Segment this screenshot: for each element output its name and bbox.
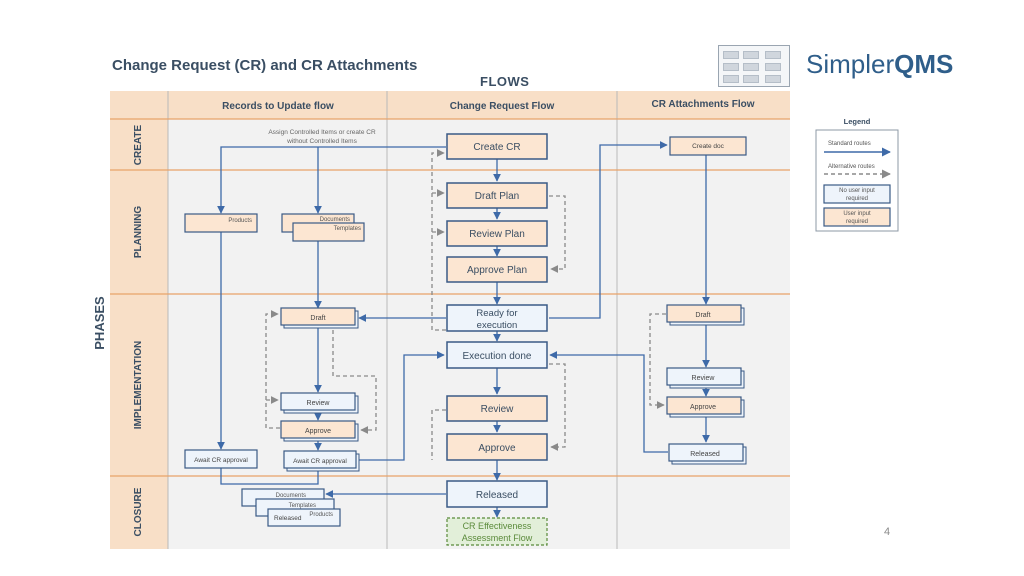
svg-text:Review: Review [481, 404, 515, 415]
annotation-line1: Assign Controlled Items or create CR [268, 129, 376, 136]
svg-text:CR Effectiveness: CR Effectiveness [463, 521, 532, 531]
svg-text:Ready for: Ready for [476, 308, 517, 319]
cr-create: Create CR [446, 133, 548, 160]
legend: Legend Standard routes Alternative route… [815, 117, 899, 232]
record-products: Products [184, 213, 258, 233]
svg-text:Approve: Approve [305, 428, 331, 435]
svg-text:Products: Products [309, 512, 333, 518]
svg-text:Documents: Documents [276, 493, 306, 499]
record-approve: Approve [280, 420, 359, 442]
phases-label: PHASES [92, 296, 107, 350]
simplerqms-logo: SimplerQMS [806, 49, 954, 79]
row-label-create: CREATE [133, 124, 144, 165]
attachment-released: Released [668, 443, 747, 465]
svg-text:Approve Plan: Approve Plan [467, 265, 527, 276]
svg-text:execution: execution [477, 320, 518, 331]
flows-label: FLOWS [480, 74, 530, 89]
svg-text:Create CR: Create CR [473, 142, 520, 153]
row-label-planning: PLANNING [133, 206, 144, 258]
page-number: 4 [884, 526, 891, 538]
cr-review: Review [446, 395, 548, 422]
svg-text:Await CR approval: Await CR approval [194, 457, 248, 464]
record-review: Review [280, 392, 359, 414]
cr-review-plan: Review Plan [446, 220, 548, 247]
svg-text:Released: Released [274, 515, 302, 522]
svg-text:Review: Review [307, 400, 331, 407]
svg-text:Review: Review [692, 375, 716, 382]
svg-text:Assessment Flow: Assessment Flow [462, 533, 533, 543]
legend-user-input-swatch [823, 207, 891, 227]
annotation-line2: without Controlled Items [286, 138, 357, 145]
attachment-review: Review [666, 367, 745, 389]
record-draft: Draft [280, 307, 359, 329]
svg-text:Released: Released [690, 451, 720, 458]
attachment-approve: Approve [666, 396, 745, 418]
cr-approve-plan: Approve Plan [446, 256, 548, 283]
legend-no-input-swatch [823, 184, 891, 204]
row-label-closure: CLOSURE [133, 487, 144, 536]
svg-text:Execution done: Execution done [463, 351, 532, 362]
legend-title: Legend [844, 117, 871, 126]
svg-text:User input: User input [843, 211, 871, 217]
record-await-right: Await CR approval [283, 450, 360, 472]
svg-text:Review Plan: Review Plan [469, 229, 525, 240]
cr-approve: Approve [446, 433, 548, 461]
svg-text:Documents: Documents [320, 217, 350, 223]
svg-text:Draft: Draft [310, 315, 325, 322]
svg-text:Released: Released [476, 490, 518, 501]
slide-thumbnail [718, 45, 790, 87]
svg-text:Draft Plan: Draft Plan [475, 191, 519, 202]
svg-text:Approve: Approve [478, 443, 516, 454]
svg-text:required: required [846, 196, 868, 202]
svg-text:Approve: Approve [690, 404, 716, 411]
svg-text:Templates: Templates [289, 503, 316, 509]
cr-draft-plan: Draft Plan [446, 182, 548, 209]
cr-execution-done: Execution done [446, 341, 548, 369]
attachment-create-doc: Create doc [669, 136, 747, 156]
attachment-draft: Draft [666, 304, 745, 326]
svg-text:Products: Products [228, 218, 252, 224]
column-header-cr: Change Request Flow [450, 101, 555, 112]
row-label-implementation: IMPLEMENTATION [133, 341, 144, 430]
svg-text:Templates: Templates [334, 226, 361, 232]
page-title: Change Request (CR) and CR Attachments [112, 57, 418, 74]
column-header-attachments: CR Attachments Flow [652, 99, 755, 110]
record-templates: Templates [292, 222, 365, 242]
legend-alternative-label: Alternative routes [828, 164, 875, 170]
cr-released: Released [446, 480, 548, 508]
cr-effectiveness-assessment: CR Effectiveness Assessment Flow [446, 517, 548, 546]
cr-ready-for-execution: Ready for execution [446, 304, 548, 332]
record-await-left: Await CR approval [184, 449, 258, 469]
svg-text:No user input: No user input [839, 188, 875, 194]
svg-text:Draft: Draft [695, 312, 710, 319]
column-header-records: Records to Update flow [222, 101, 334, 112]
svg-text:Create doc: Create doc [692, 143, 725, 150]
svg-text:Await CR approval: Await CR approval [293, 458, 347, 465]
legend-standard-label: Standard routes [828, 141, 871, 147]
record-closure-stack: Documents Templates Released Products [241, 488, 341, 527]
svg-text:required: required [846, 219, 868, 225]
